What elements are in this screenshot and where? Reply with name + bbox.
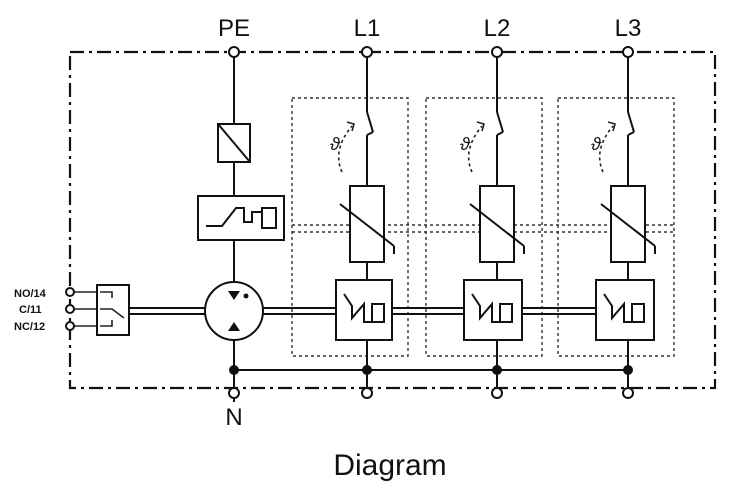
terminal-label-l2: L2 [484,15,511,42]
aux-label-no: NO/14 [14,288,47,300]
terminal-label-l3: L3 [615,15,642,42]
terminal-label-pe: PE [218,15,250,42]
aux-label-c: C/11 [19,304,42,316]
aux-label-nc: NC/12 [14,321,45,333]
aux-terminal-nc [65,321,75,331]
thermal-symbol-l1: ϑ [330,134,341,154]
terminal-n [228,387,240,399]
thermal-symbol-l2: ϑ [460,134,471,154]
diagram-caption: Diagram [333,449,446,482]
neutral-bus [229,365,633,402]
terminal-l1-bottom [361,387,373,399]
enclosure-frame [68,50,717,390]
terminal-l2-bottom [491,387,503,399]
phase-module-l1: ϑ [330,52,395,370]
phase-module-l2: ϑ [460,52,525,370]
aux-terminal-c [65,304,75,314]
thermal-symbol-l3: ϑ [591,134,602,154]
terminal-label-l1: L1 [354,15,381,42]
aux-contact-block: NO/14 C/11 NC/12 [14,284,205,336]
linkage-bars [263,307,596,315]
terminal-pe [228,46,240,58]
terminal-l3 [622,46,634,58]
gas-discharge-tube [204,281,264,341]
module-outline-l2 [425,97,543,357]
module-outline-l3 [557,97,675,357]
terminal-label-n: N [225,404,242,431]
pe-disconnector-box [197,195,285,241]
phase-module-l3: ϑ [591,52,656,370]
terminal-l3-bottom [622,387,634,399]
aux-terminal-no [65,287,75,297]
terminal-l1 [361,46,373,58]
module-outline-l1 [291,97,409,357]
pe-branch [197,52,285,370]
terminal-l2 [491,46,503,58]
